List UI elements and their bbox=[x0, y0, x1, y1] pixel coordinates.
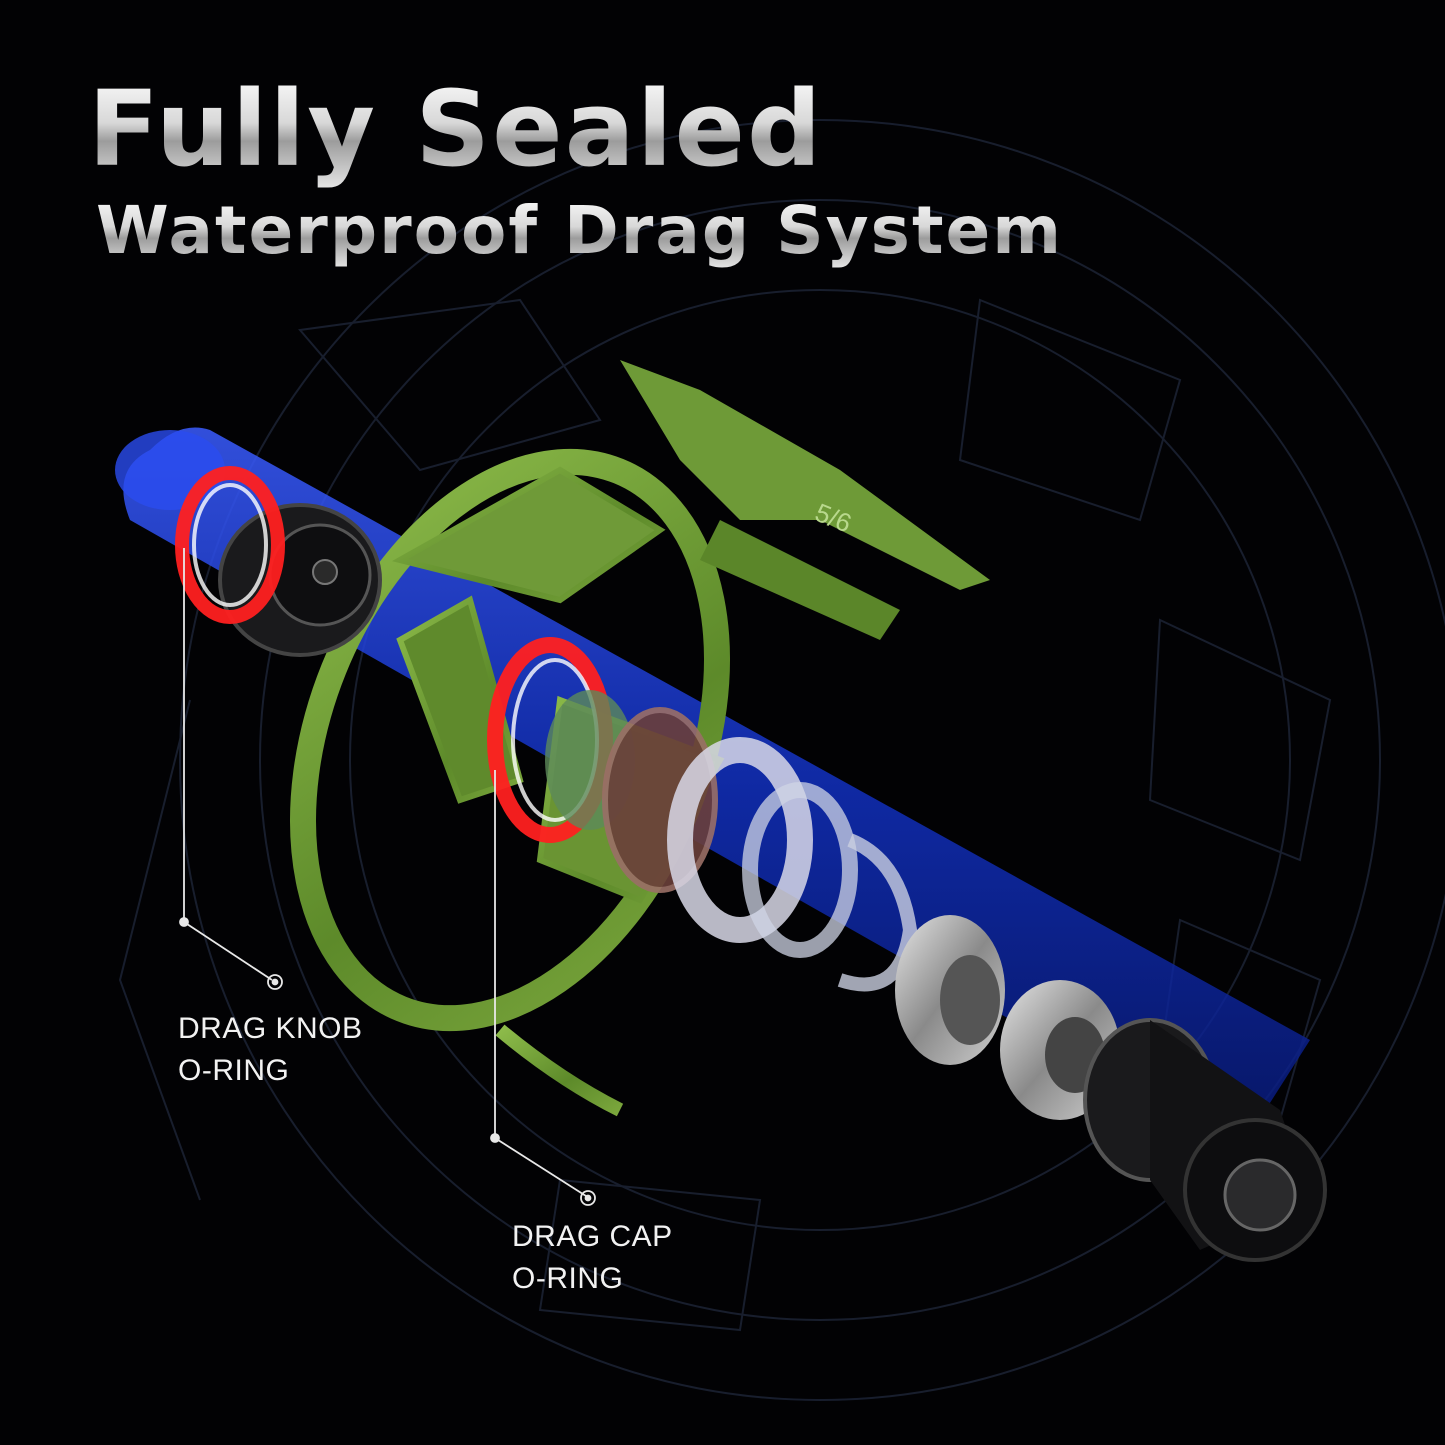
callout-drag-cap-o-ring: DRAG CAP O-RING bbox=[512, 1216, 673, 1300]
drag-knob-o-ring bbox=[175, 466, 285, 624]
headline-subtitle: Waterproof Drag System bbox=[96, 192, 1064, 269]
headline-title: Fully Sealed bbox=[88, 68, 824, 190]
drag-knob bbox=[218, 503, 382, 657]
background-blueprint bbox=[118, 119, 1445, 1401]
callout-label: O-RING bbox=[178, 1054, 290, 1087]
callout-label: DRAG KNOB bbox=[178, 1012, 363, 1045]
callout-leaders bbox=[179, 548, 596, 1206]
drag-washers bbox=[602, 707, 918, 992]
callout-label: O-RING bbox=[512, 1262, 624, 1295]
callout-drag-knob-o-ring: DRAG KNOB O-RING bbox=[178, 1008, 363, 1092]
reel-foot: 5/6 bbox=[620, 360, 990, 640]
drag-cap bbox=[1083, 1018, 1327, 1262]
callout-label: DRAG CAP bbox=[512, 1220, 673, 1253]
